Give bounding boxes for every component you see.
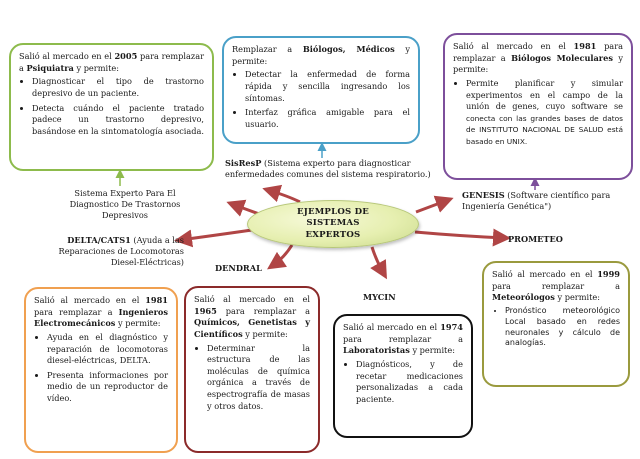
list-item: Presenta informaciones por medio de un r…: [47, 370, 168, 405]
sisresp-intro: Remplazar a Biólogos, Médicos y permite:: [232, 44, 410, 66]
mycin-bullets: Diagnósticos, y de recetar medicaciones …: [343, 359, 463, 406]
delta-box: Salió al mercado en el 1981 para remplaz…: [24, 287, 178, 453]
genesis-bullets: Permite planificar y simular experimento…: [453, 78, 623, 148]
arrow-to-mycin: [370, 246, 387, 280]
mycin-intro: Salió al mercado en el 1974 para remplaz…: [343, 322, 463, 356]
dendral-label: DENDRAL: [215, 263, 262, 273]
genesis-intro: Salió al mercado en el 1981 para remplaz…: [453, 41, 623, 75]
prometeo-label: PROMETEO: [508, 234, 563, 244]
genesis-box: Salió al mercado en el 1981 para remplaz…: [443, 33, 633, 180]
psiquiatra-box: Salió al mercado en el 2005 para remplaz…: [9, 43, 214, 171]
list-item: Detecta cuándo el paciente tratado padec…: [32, 103, 204, 138]
sisresp-bullets: Detectar la enfermedad de forma rápida y…: [232, 69, 410, 130]
list-item: Detectar la enfermedad de forma rápida y…: [245, 69, 410, 104]
psiquiatra-intro: Salió al mercado en el 2005 para remplaz…: [19, 51, 204, 73]
list-item: Diagnósticos, y de recetar medicaciones …: [356, 359, 463, 406]
arrow-to-genesis: [415, 195, 454, 214]
dendral-intro: Salió al mercado en el 1965 para remplaz…: [194, 294, 310, 339]
dendral-bullets: Determinar la estructura de las molécula…: [194, 343, 310, 413]
genesis-label: GENESIS (Software científico para Ingeni…: [462, 190, 611, 212]
center-topic: EJEMPLOS DE SISTEMAS EXPERTOS: [247, 200, 419, 248]
delta-intro: Salió al mercado en el 1981 para remplaz…: [34, 295, 168, 329]
prometeo-intro: Salió al mercado en el 1999 para remplaz…: [492, 269, 620, 303]
list-item: Interfaz gráfica amigable para el usuari…: [245, 107, 410, 130]
sisresp-box: Remplazar a Biólogos, Médicos y permite:…: [222, 36, 420, 144]
prometeo-box: Salió al mercado en el 1999 para remplaz…: [482, 261, 630, 387]
prometeo-bullets: Pronóstico meteorológico Local basado en…: [492, 306, 620, 349]
list-item: Pronóstico meteorológico Local basado en…: [505, 306, 620, 349]
delta-label: DELTA/CATS1 (Ayuda a las Reparaciones de…: [58, 235, 184, 268]
dendral-box: Salió al mercado en el 1965 para remplaz…: [184, 286, 320, 453]
mycin-label: MYCIN: [363, 292, 396, 302]
list-item: Determinar la estructura de las molécula…: [207, 343, 310, 413]
genesis-bullet-sans: conecta con las grandes bases de datos d…: [466, 113, 623, 147]
list-item: Permite planificar y simular experimento…: [466, 78, 623, 148]
psiquiatra-label: Sistema Experto Para El Diagnostico De T…: [69, 188, 181, 221]
arrow-to-sisresp: [262, 184, 301, 204]
sisresp-label: SisResP (Sistema experto para diagnostic…: [225, 158, 431, 180]
arrow-to-delta: [174, 228, 253, 248]
list-item: Diagnosticar el tipo de trastorno depres…: [32, 76, 204, 99]
list-item: Ayuda en el diagnóstico y reparación de …: [47, 332, 168, 367]
arrow-to-dendral: [267, 244, 294, 270]
psiquiatra-bullets: Diagnosticar el tipo de trastorno depres…: [19, 76, 204, 137]
delta-bullets: Ayuda en el diagnóstico y reparación de …: [34, 332, 168, 405]
mycin-box: Salió al mercado en el 1974 para remplaz…: [333, 314, 473, 438]
arrow-to-prometeo: [414, 228, 511, 247]
